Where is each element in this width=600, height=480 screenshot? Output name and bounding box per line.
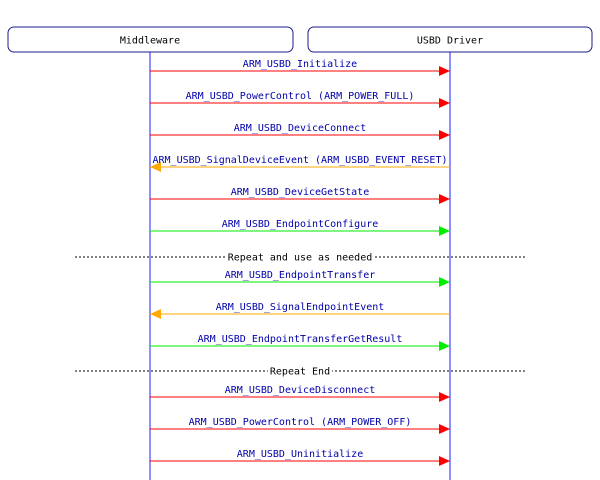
separator-label-background	[267, 366, 333, 378]
arrowhead	[150, 309, 161, 319]
message-label: ARM_USBD_EndpointConfigure	[222, 219, 379, 230]
usbd-driver-actor-label: USBD Driver	[417, 36, 483, 47]
message-label: ARM_USBD_EndpointTransferGetResult	[198, 334, 403, 345]
message-arrow: ARM_USBD_EndpointTransferGetResult	[150, 334, 450, 351]
section-separator: Repeat End	[75, 366, 525, 378]
message-label: ARM_USBD_DeviceConnect	[234, 123, 366, 134]
message-arrow: ARM_USBD_Uninitialize	[150, 449, 450, 466]
message-arrow: ARM_USBD_SignalEndpointEvent	[150, 302, 450, 319]
arrowhead	[439, 341, 450, 351]
arrowhead	[439, 130, 450, 140]
arrowhead	[150, 162, 161, 172]
section-separator: Repeat and use as needed	[75, 252, 525, 264]
message-label: ARM_USBD_PowerControl (ARM_POWER_FULL)	[186, 91, 415, 102]
message-label: ARM_USBD_SignalDeviceEvent (ARM_USBD_EVE…	[152, 155, 447, 166]
message-arrow: ARM_USBD_Initialize	[150, 59, 450, 76]
separator-label: Repeat and use as needed	[228, 253, 373, 264]
message-arrow: ARM_USBD_DeviceGetState	[150, 187, 450, 204]
message-label: ARM_USBD_Uninitialize	[237, 449, 363, 460]
message-arrow: ARM_USBD_PowerControl (ARM_POWER_FULL)	[150, 91, 450, 108]
message-label: ARM_USBD_PowerControl (ARM_POWER_OFF)	[189, 417, 412, 428]
message-arrow: ARM_USBD_DeviceConnect	[150, 123, 450, 140]
separator-label: Repeat End	[270, 367, 330, 378]
middleware-actor: Middleware	[7, 26, 294, 53]
arrowhead	[439, 226, 450, 236]
message-label: ARM_USBD_Initialize	[243, 59, 357, 70]
arrowhead	[439, 66, 450, 76]
message-arrow: ARM_USBD_SignalDeviceEvent (ARM_USBD_EVE…	[150, 155, 450, 172]
message-label: ARM_USBD_SignalEndpointEvent	[216, 302, 385, 313]
middleware-actor-label: Middleware	[120, 36, 180, 47]
separator-label-background	[225, 252, 375, 264]
arrowhead	[439, 424, 450, 434]
message-list: ARM_USBD_InitializeARM_USBD_PowerControl…	[75, 59, 525, 466]
arrowhead	[439, 277, 450, 287]
message-label: ARM_USBD_EndpointTransfer	[225, 270, 376, 281]
arrowhead	[439, 98, 450, 108]
arrowhead	[439, 456, 450, 466]
message-arrow: ARM_USBD_EndpointConfigure	[150, 219, 450, 236]
message-arrow: ARM_USBD_PowerControl (ARM_POWER_OFF)	[150, 417, 450, 434]
message-label: ARM_USBD_DeviceDisconnect	[225, 385, 376, 396]
message-label: ARM_USBD_DeviceGetState	[231, 187, 369, 198]
arrowhead	[439, 194, 450, 204]
message-arrow: ARM_USBD_DeviceDisconnect	[150, 385, 450, 402]
usbd-driver-actor: USBD Driver	[307, 26, 593, 53]
message-arrow: ARM_USBD_EndpointTransfer	[150, 270, 450, 287]
arrowhead	[439, 392, 450, 402]
